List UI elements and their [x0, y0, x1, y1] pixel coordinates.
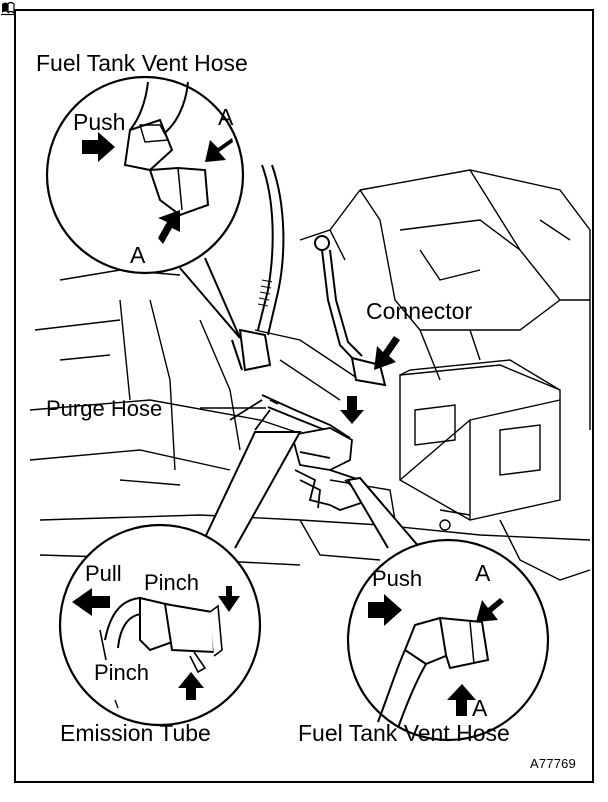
joint-arrow: [340, 396, 364, 424]
bottom-a-upper-label: A: [475, 560, 491, 586]
bottom-right-callout: [346, 476, 550, 742]
figure-frame: [14, 9, 594, 783]
push-arrow-bottom: [368, 594, 402, 626]
top-a-lower-label: A: [130, 242, 146, 268]
top-callout-pointer: [179, 257, 241, 339]
bottom-right-pointer: [346, 476, 421, 549]
a-arrow-top-upper: [205, 138, 233, 162]
top-callout-circle: [45, 75, 245, 275]
top-callout-title: Fuel Tank Vent Hose: [36, 50, 248, 76]
a-arrow-top-lower: [158, 210, 180, 244]
a-arrow-bottom-upper: [476, 598, 504, 622]
manual-page-icon: [1, 1, 15, 16]
bottom-left-callout: [58, 431, 302, 727]
vent-hose-hatch: [257, 279, 273, 307]
figure-id: A77769: [529, 756, 576, 771]
vent-hose-line: [231, 164, 285, 372]
pinch-arrow-lower: [178, 672, 204, 700]
push-arrow-top: [82, 132, 115, 162]
bottom-push-label: Push: [372, 566, 423, 591]
pinch-lower-label: Pinch: [94, 660, 150, 685]
purge-hose-body: [229, 394, 372, 511]
emission-tube-caption: Emission Tube: [60, 720, 211, 746]
top-push-label: Push: [73, 109, 126, 135]
top-callout: [45, 75, 245, 339]
pull-label: Pull: [85, 561, 122, 586]
fuel-tank-vent-hose-caption: Fuel Tank Vent Hose: [298, 720, 510, 746]
top-a-upper-label: A: [218, 104, 234, 130]
pinch-arrow-upper: [218, 586, 240, 612]
pull-arrow: [72, 588, 110, 616]
purge-hose-label: Purge Hose: [46, 396, 163, 421]
connector-label: Connector: [366, 298, 473, 324]
a-arrow-bottom-lower: [447, 684, 476, 716]
bottom-a-lower-label: A: [472, 695, 488, 721]
connector-arrow: [374, 336, 400, 370]
bottom-left-pointer: [199, 431, 302, 549]
pinch-upper-label: Pinch: [144, 570, 200, 595]
